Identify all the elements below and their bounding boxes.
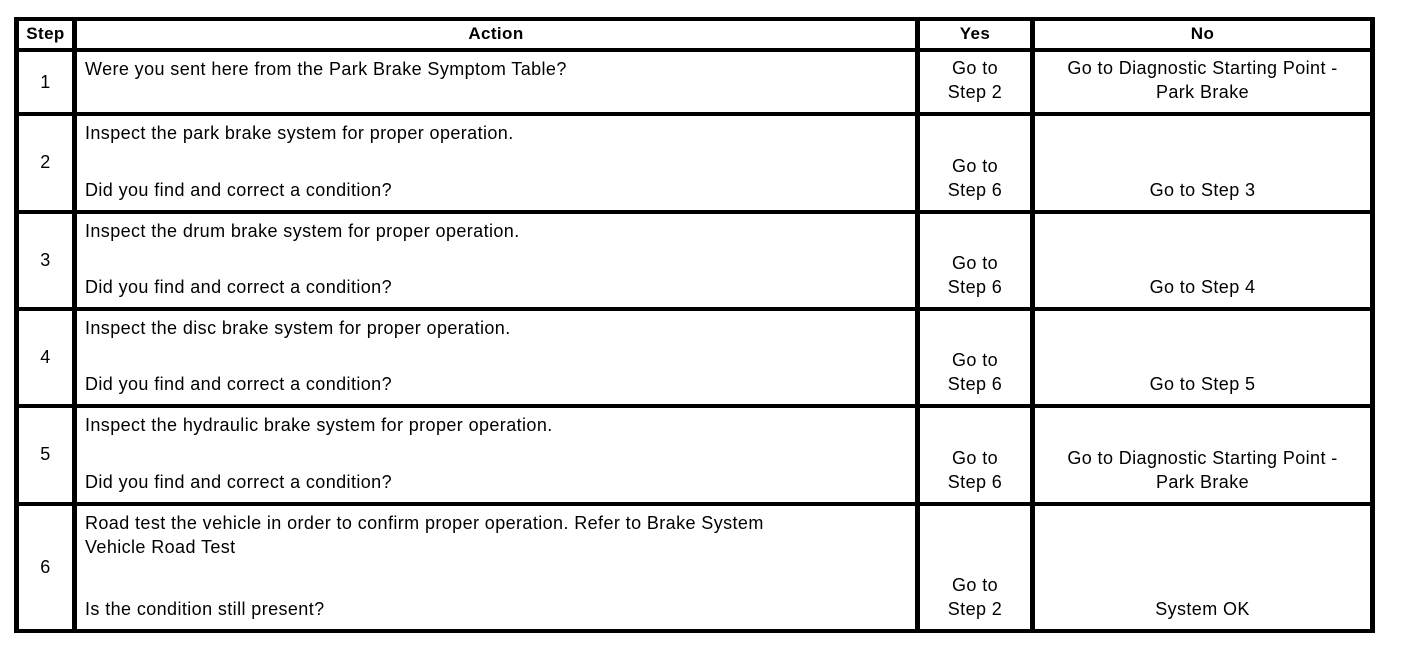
action-question: Is the condition still present? (85, 599, 325, 620)
table-row: 4 Inspect the disc brake system for prop… (14, 306, 1375, 408)
yes-cell: Go to Step 2 (915, 501, 1035, 633)
action-text: Inspect the park brake system for proper… (85, 122, 514, 143)
action-question: Did you find and correct a condition? (85, 277, 392, 298)
yes-cell: Go to Step 6 (915, 306, 1035, 408)
action-text: Were you sent here from the Park Brake S… (85, 58, 567, 79)
action-cell: Were you sent here from the Park Brake S… (72, 47, 920, 116)
action-cell: Road test the vehicle in order to confir… (72, 501, 920, 633)
action-text: Inspect the disc brake system for proper… (85, 317, 511, 338)
no-cell: Go to Diagnostic Starting Point - Park B… (1030, 47, 1375, 116)
action-question: Did you find and correct a condition? (85, 180, 392, 201)
yes-cell: Go to Step 6 (915, 403, 1035, 506)
table-row: 6 Road test the vehicle in order to conf… (14, 501, 1375, 633)
step-cell: 3 (14, 209, 77, 311)
step-cell: 5 (14, 403, 77, 506)
table-row: 1 Were you sent here from the Park Brake… (14, 47, 1375, 116)
action-cell: Inspect the disc brake system for proper… (72, 306, 920, 408)
col-header-action: Action (72, 17, 920, 52)
action-text: Inspect the drum brake system for proper… (85, 220, 520, 241)
col-header-step: Step (14, 17, 77, 52)
action-text: Road test the vehicle in order to confir… (85, 512, 764, 557)
action-question: Did you find and correct a condition? (85, 374, 392, 395)
no-cell: Go to Step 5 (1030, 306, 1375, 408)
col-header-no: No (1030, 17, 1375, 52)
action-cell: Inspect the hydraulic brake system for p… (72, 403, 920, 506)
yes-cell: Go to Step 2 (915, 47, 1035, 116)
yes-cell: Go to Step 6 (915, 111, 1035, 214)
table-row: 5 Inspect the hydraulic brake system for… (14, 403, 1375, 506)
action-question: Did you find and correct a condition? (85, 472, 392, 493)
no-cell: System OK (1030, 501, 1375, 633)
step-cell: 4 (14, 306, 77, 408)
diagnostic-table: Step Action Yes No 1 Were you sent here … (14, 17, 1375, 633)
step-cell: 1 (14, 47, 77, 116)
step-cell: 2 (14, 111, 77, 214)
table-row: 2 Inspect the park brake system for prop… (14, 111, 1375, 214)
action-cell: Inspect the park brake system for proper… (72, 111, 920, 214)
action-text: Inspect the hydraulic brake system for p… (85, 414, 553, 435)
header-row: Step Action Yes No (14, 17, 1375, 52)
step-cell: 6 (14, 501, 77, 633)
action-cell: Inspect the drum brake system for proper… (72, 209, 920, 311)
no-cell: Go to Step 3 (1030, 111, 1375, 214)
no-cell: Go to Step 4 (1030, 209, 1375, 311)
table-row: 3 Inspect the drum brake system for prop… (14, 209, 1375, 311)
yes-cell: Go to Step 6 (915, 209, 1035, 311)
col-header-yes: Yes (915, 17, 1035, 52)
no-cell: Go to Diagnostic Starting Point - Park B… (1030, 403, 1375, 506)
